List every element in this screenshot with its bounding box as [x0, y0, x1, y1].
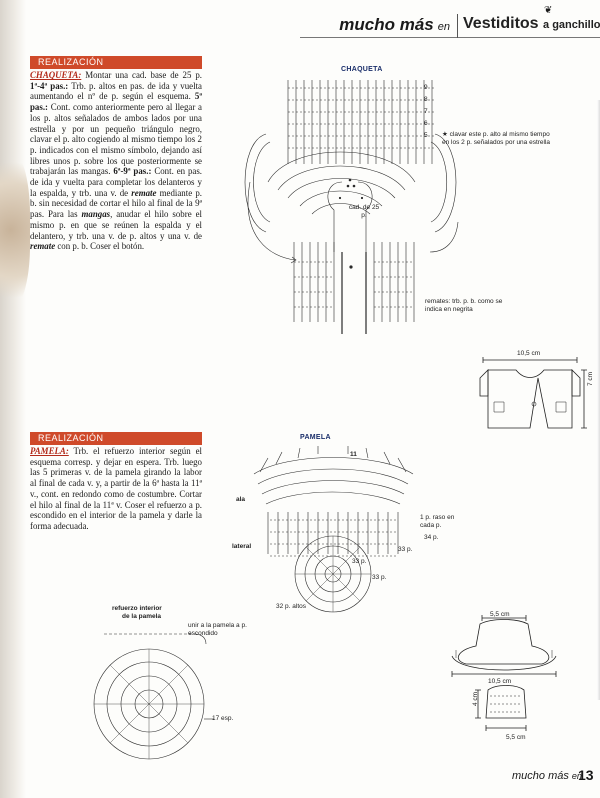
pamela-count-33b: 33 p.	[352, 558, 367, 565]
refuerzo-title-2: de la pamela	[122, 613, 162, 620]
s1-p4: Cont. en pas. de ida y vuelta para compl…	[30, 166, 203, 198]
footer-series-en: en	[571, 771, 582, 781]
pamela-count-32: 32 p. altos	[276, 603, 306, 610]
s1-p5: mediante p. b. sin necesidad de cortar e…	[30, 187, 202, 220]
s1-p1: Montar una cad. base de 25 p.	[81, 70, 202, 80]
s1-p2b: 5ª pas.:	[30, 91, 202, 113]
section1-text: CHAQUETA: Montar una cad. base de 25 p. …	[30, 70, 202, 252]
pamela-diagram-title: PAMELA	[300, 434, 331, 441]
row-label-7: 7	[424, 108, 428, 115]
pamela-raso-note: 1 p. raso en cada p.	[420, 514, 455, 529]
page-edge	[597, 100, 600, 700]
s1-p3: Cont. como anteriormente pero al llegar …	[30, 102, 202, 177]
pamela-row-11: 11	[350, 451, 357, 458]
header-ornament-icon: ❦	[544, 5, 553, 16]
chaqueta-diagram-title: CHAQUETA	[341, 66, 383, 73]
s1-p6i: remate	[30, 241, 56, 252]
pamela-count-33c: 33 p.	[372, 574, 387, 581]
page-gutter-shadow	[0, 0, 26, 798]
footer-series: mucho más en	[512, 770, 582, 782]
center-chain-label: cad. de 25 p.	[348, 204, 380, 219]
header-title-main: Vestiditos	[463, 15, 539, 32]
s1-p7: con p. b. Coser el botón.	[55, 241, 145, 252]
chaqueta-crochet-chart	[244, 80, 459, 334]
section2-text: PAMELA: Trb. el refuerzo interior según …	[30, 446, 202, 532]
pamela-count-33a: 33 p.	[398, 546, 413, 553]
pamela-count-34: 34 p.	[424, 534, 439, 541]
section1-banner: REALIZACIÓN	[30, 56, 202, 69]
s2-p1: Trb. el refuerzo interior según el esque…	[30, 446, 202, 531]
remates-note: remates: trb. p. b. como se indica en ne…	[425, 298, 503, 313]
hat-top-width: 5,5 cm	[490, 611, 510, 618]
refuerzo-join-note: unir a la pamela a p. escondido	[188, 622, 247, 637]
header-series-en: en	[437, 21, 450, 33]
jacket-schematic	[479, 357, 587, 429]
hat-base-width: 5,5 cm	[506, 734, 526, 741]
hat-schematic	[451, 615, 557, 731]
s1-p2: Trb. p. altos en pas. de ida y vuelta au…	[30, 80, 202, 102]
footer-series-label: mucho más	[512, 770, 569, 782]
header-rule	[300, 37, 600, 38]
header-title: Vestiditos a ganchillo	[463, 15, 600, 33]
row-label-8: 8	[424, 96, 428, 103]
pamela-ala-label: ala	[236, 496, 246, 503]
pamela-lateral-label: lateral	[232, 543, 252, 550]
s1-p3b: 6ª-9ª pas.:	[113, 166, 152, 177]
jacket-width-label: 10,5 cm	[517, 350, 541, 357]
header-divider	[457, 14, 458, 38]
jacket-height-label: 7 cm	[587, 371, 594, 386]
row-label-9: 9	[424, 84, 428, 91]
hat-height-label: 4 cm	[472, 691, 479, 706]
refuerzo-crochet-chart	[93, 633, 214, 760]
section1-garment: CHAQUETA:	[30, 70, 82, 80]
refuerzo-title-1: refuerzo interior	[112, 605, 162, 612]
section2-banner: REALIZACIÓN	[30, 432, 202, 445]
s1-p4i: remate	[131, 187, 157, 198]
hat-brim-width: 10,5 cm	[488, 678, 512, 685]
header-title-small: a ganchillo	[543, 19, 600, 31]
s1-p6: , anudar el hilo sobre el mismo p. en qu…	[30, 209, 202, 241]
section2-garment: PAMELA:	[30, 446, 69, 456]
page-number: 13	[578, 767, 594, 783]
refuerzo-esp-label: 17 esp.	[212, 715, 234, 722]
pamela-crochet-chart	[253, 446, 414, 613]
s1-p1b: 1ª-4ª pas.:	[30, 80, 69, 91]
s1-p5i: mangas	[81, 209, 111, 220]
header-series-label: mucho más	[339, 15, 434, 34]
row-label-6: 6	[424, 120, 428, 127]
row-label-5: 5	[424, 132, 428, 139]
gutter-photo-edge	[0, 150, 30, 310]
star-note: ★ clavar este p. alto al mismo tiempo en…	[442, 131, 551, 146]
